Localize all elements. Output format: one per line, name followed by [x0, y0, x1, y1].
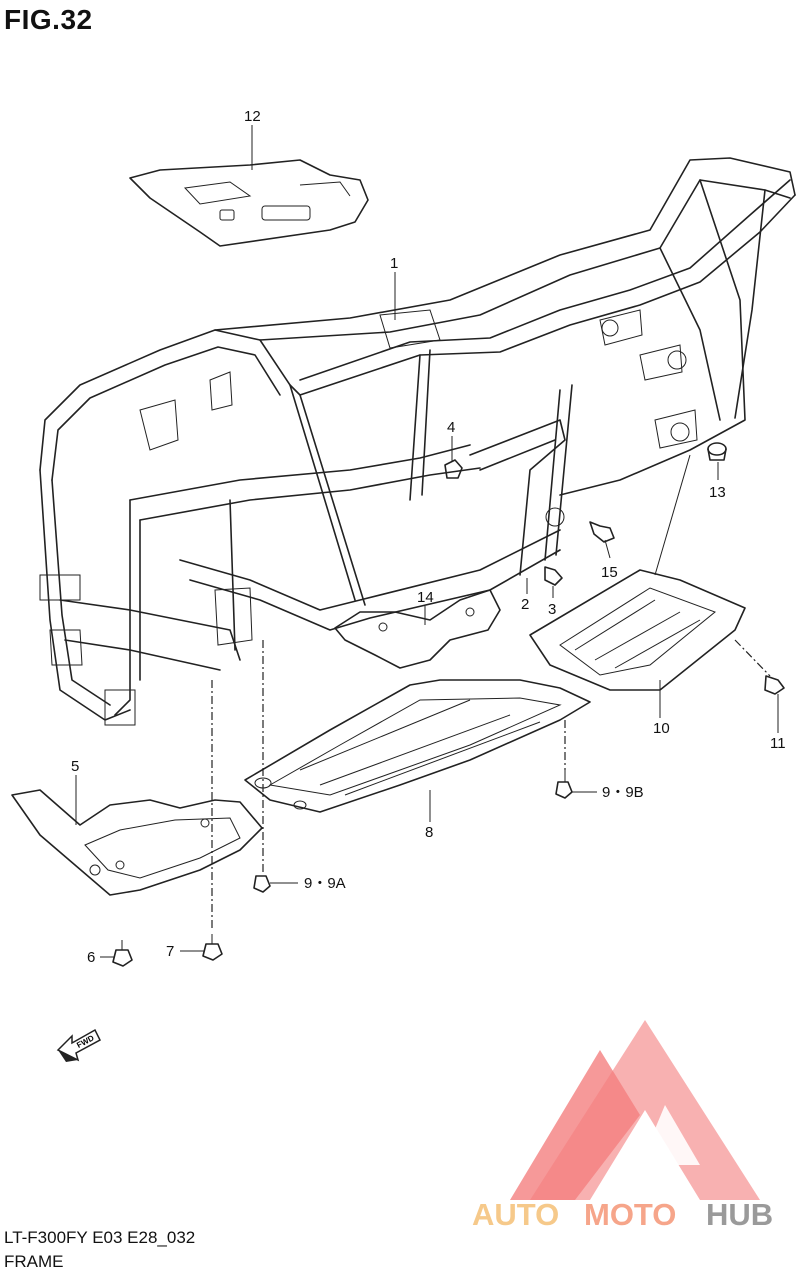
callout-8: 8: [425, 824, 433, 841]
callout-13: 13: [709, 484, 726, 501]
fwd-arrow-icon: FWD: [56, 1028, 101, 1062]
callout-12: 12: [244, 108, 261, 125]
part-10-right-footrest: [529, 569, 746, 691]
part-9-bolt-a: [253, 875, 271, 893]
callout-11: 11: [770, 735, 786, 752]
part-11-bolt: [764, 675, 785, 695]
watermark-text: AUTO MOTO HUB: [472, 1197, 773, 1232]
part-2-bracket: [469, 419, 566, 576]
callout-1: 1: [390, 255, 398, 272]
callout-4: 4: [447, 419, 455, 436]
figure-title: FIG.32: [4, 4, 93, 35]
callout-6: 6: [87, 949, 95, 966]
watermark-hub: HUB: [706, 1197, 773, 1232]
part-3-bolt: [544, 566, 563, 586]
watermark-moto: MOTO: [584, 1197, 676, 1232]
callout-5: 5: [71, 758, 79, 775]
part-12-top-panel: [129, 159, 369, 247]
part-5-front-skid: [11, 789, 263, 896]
callout-3: 3: [548, 601, 556, 618]
callout-15: 15: [601, 564, 618, 581]
part-15-bolt: [589, 521, 615, 543]
watermark-logo: [510, 1020, 760, 1200]
part-1-main-frame: [39, 157, 796, 726]
callout-labels: 12 1 4 13 15 2 3 14 10 11 9・9B 8 5 9・9A …: [71, 108, 786, 966]
callout-10: 10: [653, 720, 670, 737]
callout-7: 7: [166, 943, 174, 960]
callout-9-9a: 9・9A: [304, 875, 346, 892]
part-14-heat-guard: [334, 589, 501, 669]
part-8-center-skid: [244, 679, 591, 813]
callout-2: 2: [521, 596, 529, 613]
part-9-bolt-b: [555, 770, 573, 799]
part-6-bolt: [112, 940, 133, 967]
model-code: LT-F300FY E03 E28_032: [4, 1228, 196, 1247]
assembly-lines: [211, 454, 771, 930]
callout-9-9b: 9・9B: [602, 784, 644, 801]
part-13-bushing: [707, 442, 727, 461]
callout-14: 14: [417, 589, 434, 606]
leader-lines: [75, 125, 779, 958]
part-7-bolt: [202, 934, 223, 961]
section-name: FRAME: [4, 1252, 64, 1271]
part-4-nut: [444, 459, 463, 479]
watermark-auto: AUTO: [472, 1197, 559, 1232]
